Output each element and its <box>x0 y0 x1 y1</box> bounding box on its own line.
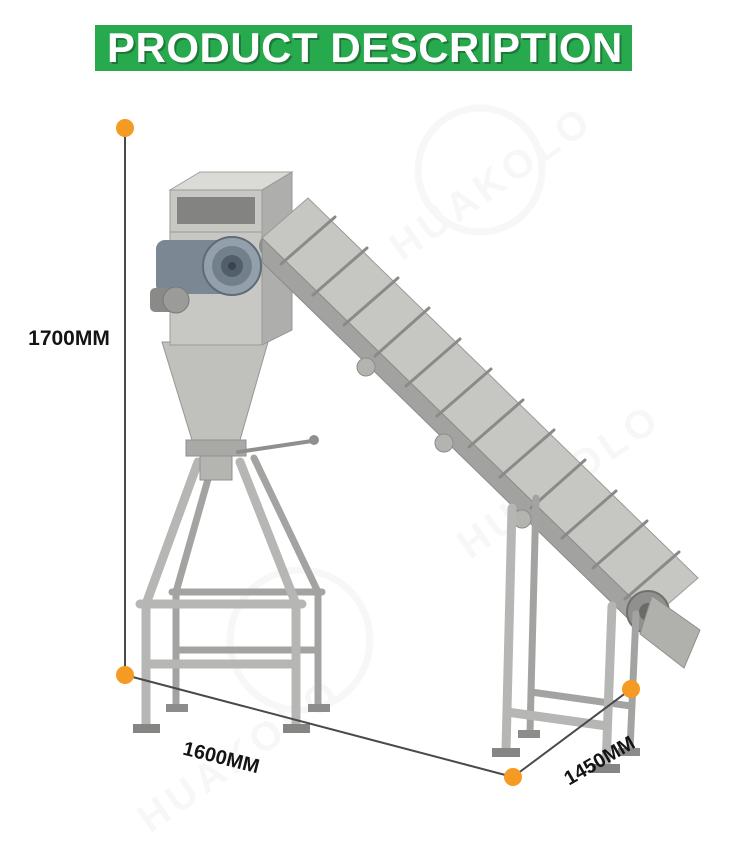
machine-foot <box>308 704 330 712</box>
hopper-spout <box>199 455 233 481</box>
marker-dot-top <box>116 119 134 137</box>
marker-dot-bottom-middle <box>504 768 522 786</box>
conveyor-legs-front <box>501 503 617 771</box>
machine-foot <box>592 764 620 773</box>
discharge-chute <box>639 595 701 669</box>
hopper-cone <box>161 341 269 441</box>
machine-image <box>133 171 701 773</box>
drive-motor <box>150 236 262 314</box>
machine-foot <box>492 748 520 757</box>
hopper-stand-front <box>135 457 307 731</box>
watermark-text: HUAKOLO <box>382 97 602 269</box>
machine-foot <box>133 724 160 733</box>
machine-foot <box>283 724 310 733</box>
crank-knob <box>309 435 319 445</box>
machine-foot <box>166 704 188 712</box>
section-banner: PRODUCT DESCRIPTION <box>95 25 632 71</box>
dimension-lines <box>124 128 632 778</box>
height-dimension-label: 1700MM <box>28 327 110 350</box>
machine-foot <box>618 748 640 756</box>
length-dimension-line <box>124 674 514 778</box>
machine-foot <box>518 730 540 738</box>
marker-dot-right <box>622 680 640 698</box>
section-title: PRODUCT DESCRIPTION <box>107 24 623 71</box>
width-dimension-line <box>512 688 632 778</box>
dimension-markers <box>116 119 640 786</box>
crank-handle <box>236 439 314 454</box>
conveyor-cleats <box>279 215 681 601</box>
watermark-logo-circle <box>414 104 546 236</box>
marker-dot-bottom-left <box>116 666 134 684</box>
housing-inlet-opening <box>177 197 255 224</box>
return-rollers <box>356 357 532 529</box>
